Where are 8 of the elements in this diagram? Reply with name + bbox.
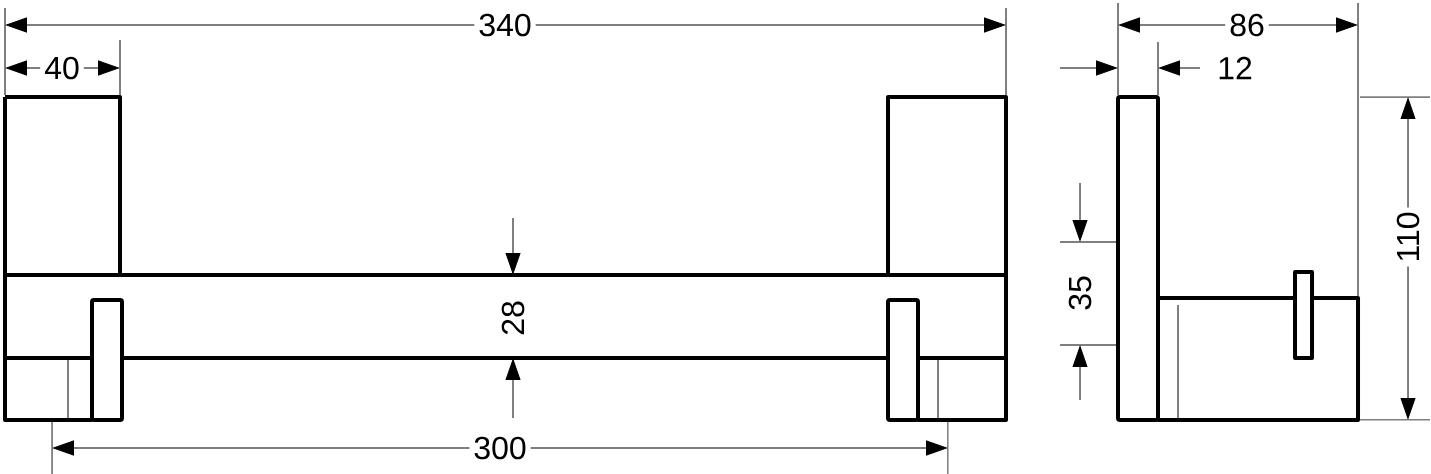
dimension-label: 110: [1392, 207, 1424, 267]
dimension-label: 40: [40, 52, 84, 84]
dimension-label: 340: [474, 9, 536, 41]
dimension-label: 300: [469, 432, 531, 464]
dimension-label: 86: [1225, 9, 1269, 41]
dimension-label: 35: [1064, 271, 1096, 315]
dimension-label: 28: [497, 296, 529, 340]
dimension-label: 12: [1213, 52, 1257, 84]
